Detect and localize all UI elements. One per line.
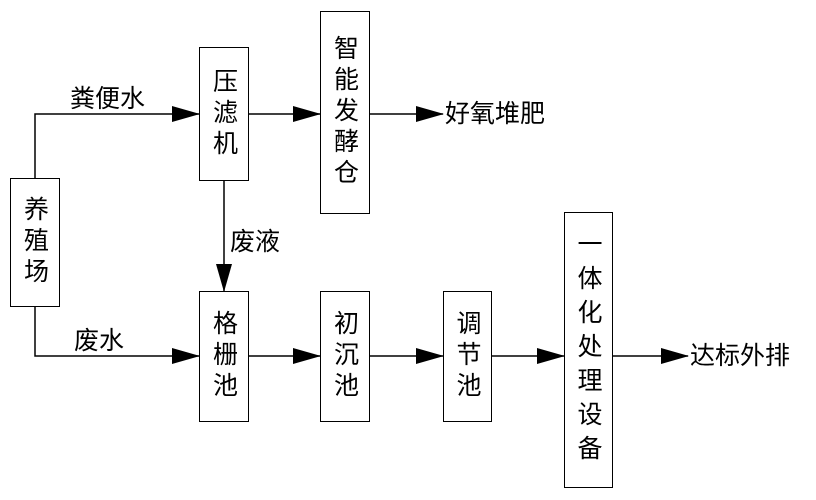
filter-press-label: 压滤机 [209,67,239,161]
adjusting-tank-label: 调节池 [453,310,482,403]
farm-label: 养殖场 [20,196,50,289]
waste-water-line [34,307,200,364]
discharge-label: 达标外排 [690,341,791,370]
smart-fermenter-label: 智能发酵仓 [330,35,360,190]
integrated-treatment-label: 一体化处理设备 [574,231,603,469]
adjusting-tank-box: 调节池 [443,291,492,422]
manure-water-label: 粪便水 [70,84,146,113]
waste-liquid-label: 废液 [230,227,281,256]
filter-press-box: 压滤机 [199,47,249,181]
grid-tank-label: 格栅池 [209,310,239,403]
primary-settling-label: 初沉池 [330,310,360,403]
smart-fermenter-box: 智能发酵仓 [320,11,370,214]
farm-box: 养殖场 [10,178,60,307]
aerobic-compost-label: 好氧堆肥 [445,99,546,128]
integrated-treatment-box: 一体化处理设备 [564,212,613,488]
manure-water-line [34,106,200,178]
waste-water-label: 废水 [74,326,125,355]
primary-settling-box: 初沉池 [320,291,370,422]
grid-tank-box: 格栅池 [199,291,249,422]
